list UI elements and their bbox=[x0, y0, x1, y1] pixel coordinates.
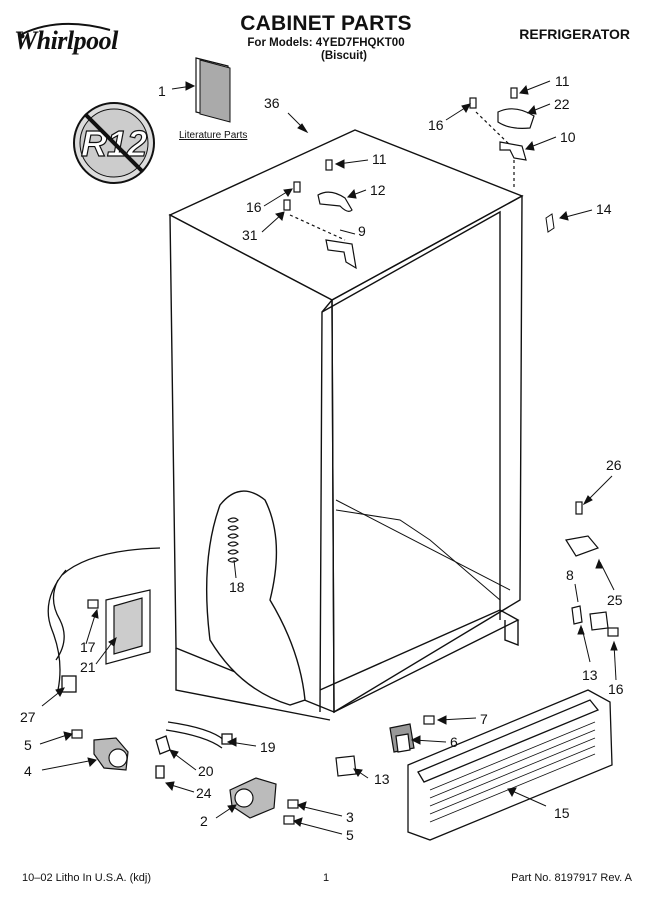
callout-label: 5 bbox=[346, 827, 354, 843]
footer-page-number: 1 bbox=[323, 872, 330, 884]
refrigerator-cabinet bbox=[168, 129, 524, 721]
callout-label: 19 bbox=[260, 739, 276, 755]
callout-label: 16 bbox=[608, 681, 624, 697]
callout-label: 18 bbox=[229, 579, 245, 595]
model-color: (Biscuit) bbox=[321, 50, 367, 62]
callout-label: 14 bbox=[596, 201, 612, 217]
appliance-category: REFRIGERATOR bbox=[519, 26, 630, 42]
callout-label: 13 bbox=[374, 771, 390, 787]
callout-label: 16 bbox=[428, 117, 444, 133]
footer-print-info: 10–02 Litho In U.S.A. (kdj) bbox=[22, 872, 152, 884]
roller-assembly bbox=[71, 729, 129, 771]
callout-label: 11 bbox=[555, 73, 570, 89]
callout-label: 27 bbox=[20, 709, 36, 725]
shim-part bbox=[545, 213, 555, 233]
leader-arrows bbox=[39, 80, 618, 835]
callout-label: 4 bbox=[24, 763, 32, 779]
callout-label: 6 bbox=[450, 734, 458, 750]
callout-label: 8 bbox=[566, 567, 574, 583]
leveling-leg bbox=[229, 777, 299, 825]
callout-label: 22 bbox=[554, 96, 570, 112]
callout-label: 13 bbox=[582, 667, 598, 683]
callout-label: 12 bbox=[370, 182, 386, 198]
top-hinge-left bbox=[283, 159, 357, 270]
literature-booklet bbox=[195, 57, 231, 123]
callout-label: 26 bbox=[606, 457, 622, 473]
model-number: For Models: 4YED7FHQKT00 bbox=[247, 37, 405, 49]
callout-label: 25 bbox=[607, 592, 623, 608]
callout-label: 21 bbox=[80, 659, 96, 675]
callout-label: 36 bbox=[264, 95, 280, 111]
callout-label: 10 bbox=[560, 129, 576, 145]
base-grille bbox=[407, 689, 613, 841]
callout-label: 16 bbox=[246, 199, 262, 215]
relay-bracket bbox=[87, 589, 151, 665]
footer-part-number: Part No. 8197917 Rev. A bbox=[511, 872, 632, 884]
callout-label: 7 bbox=[480, 711, 488, 727]
logo-swoosh bbox=[21, 22, 111, 35]
literature-parts-label: Literature Parts bbox=[179, 130, 248, 141]
drain-coil bbox=[227, 517, 239, 563]
callout-label: 3 bbox=[346, 809, 354, 825]
callout-label: 9 bbox=[358, 223, 366, 239]
door-stop-bracket bbox=[335, 715, 435, 777]
callout-label: 24 bbox=[196, 785, 212, 801]
page-title: CABINET PARTS bbox=[240, 12, 412, 35]
callout-label: 1 bbox=[158, 83, 166, 99]
r12-no-badge: R12 bbox=[73, 102, 155, 184]
top-hinge-right bbox=[469, 87, 535, 190]
callout-label: 5 bbox=[24, 737, 32, 753]
callout-label: 11 bbox=[372, 151, 387, 167]
callout-numbers: 1 36 11 22 16 10 11 12 16 9 31 14 26 25 … bbox=[20, 73, 624, 843]
drain-tube bbox=[155, 721, 233, 779]
callout-label: 17 bbox=[80, 639, 96, 655]
callout-label: 31 bbox=[242, 227, 258, 243]
callout-label: 15 bbox=[554, 805, 570, 821]
power-cord-assembly bbox=[47, 547, 161, 693]
callout-label: 20 bbox=[198, 763, 214, 779]
bottom-hinge-right bbox=[565, 501, 619, 637]
callout-label: 2 bbox=[200, 813, 208, 829]
